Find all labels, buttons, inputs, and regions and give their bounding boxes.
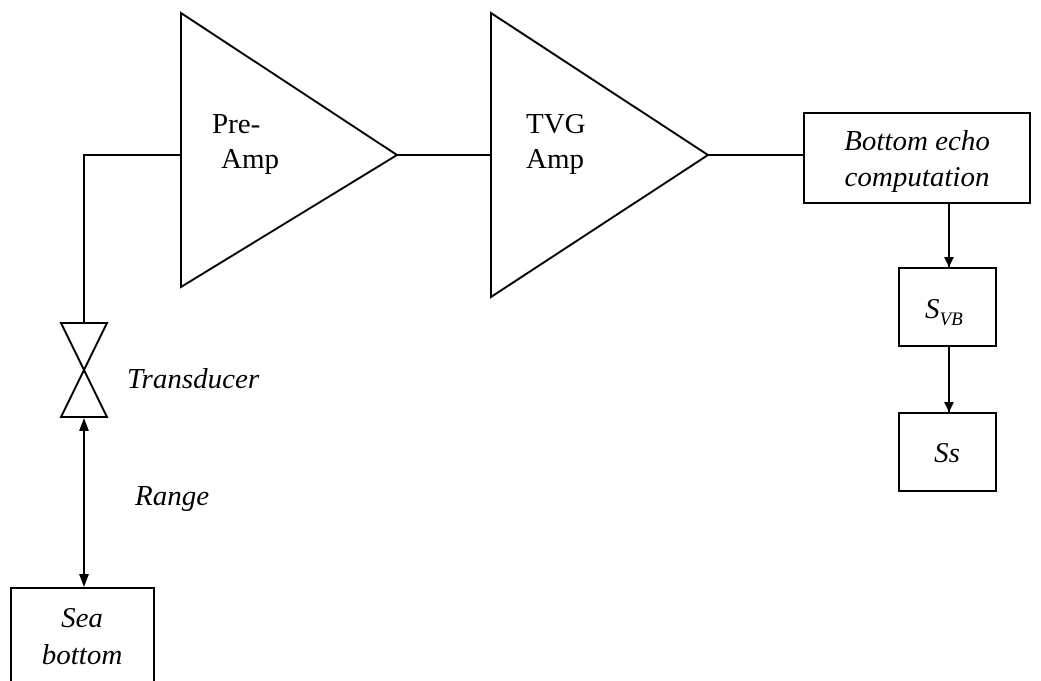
preamp-label-line1: Pre- <box>212 108 260 140</box>
svb-box <box>898 267 997 347</box>
ss-label: Ss <box>934 437 960 469</box>
bottom-echo-computation-box <box>803 112 1031 204</box>
bottom-echo-label-line2: computation <box>845 161 990 193</box>
sea-bottom-box <box>10 587 155 681</box>
range-arrowhead-down <box>79 574 89 587</box>
tvg-amp-triangle <box>490 11 710 299</box>
transducer-upper-triangle <box>59 322 109 373</box>
bottom-echo-label-line1: Bottom echo <box>844 125 990 157</box>
sea-bottom-label-line1: Sea <box>61 602 103 634</box>
transducer-label: Transducer <box>127 363 260 395</box>
ss-box <box>898 412 997 492</box>
svb-main: S <box>925 293 940 325</box>
transducer-lower-triangle <box>59 367 109 418</box>
tvg-label-line2: Amp <box>526 143 584 175</box>
preamp-label-line2: Amp <box>221 143 279 175</box>
range-arrowhead-up <box>79 418 89 431</box>
svb-subscript: VB <box>940 309 964 330</box>
transducer-to-preamp-wire <box>83 154 181 323</box>
tvg-label-line1: TVG <box>526 108 586 140</box>
preamp-triangle <box>180 11 399 289</box>
svb-label: SVB <box>925 293 963 330</box>
range-label: Range <box>134 480 209 512</box>
sea-bottom-label-line2: bottom <box>42 639 123 671</box>
